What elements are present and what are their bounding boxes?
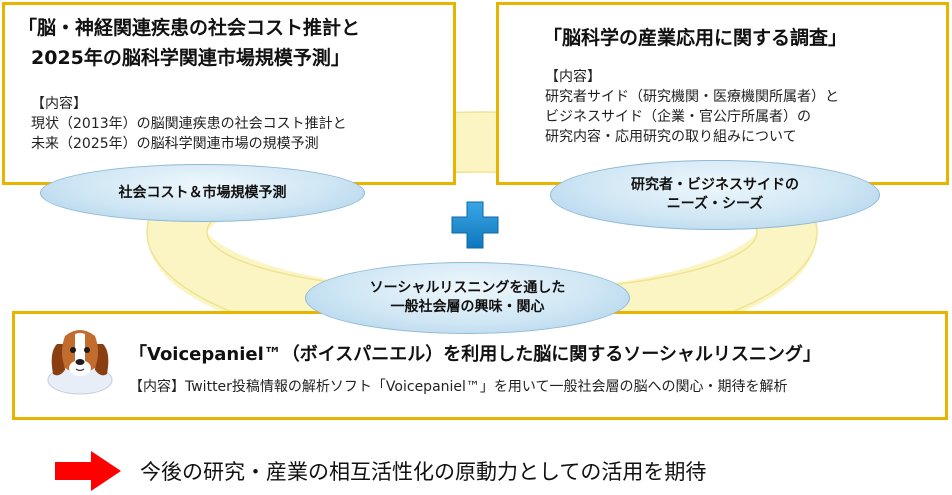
market-forecast-ellipse-text: 社会コスト＆市場規模予測	[118, 184, 287, 201]
market-forecast-content-label: 【内容】	[31, 96, 87, 112]
needs-seeds-ellipse: 研究者・ビジネスサイドの ニーズ・シーズ	[550, 160, 880, 230]
social-listening-ellipse: ソーシャルリスニングを通した 一般社会層の興味・関心	[305, 262, 630, 334]
social-listening-title: 「Voicepaniel™（ボイスパニエル）を利用した脳に関するソーシャルリスニ…	[129, 344, 821, 365]
market-forecast-content-line1: 現状（2013年）の脳関連疾患の社会コスト推計と	[31, 116, 347, 132]
industry-survey-content-line2: ビジネスサイド（企業・官公庁所属者）の	[545, 109, 811, 125]
market-forecast-box: 「脳・神経関連疾患の社会コスト推計と 2025年の脳科学関連市場規模予測」 【内…	[2, 2, 456, 185]
market-forecast-content-line2: 未来（2025年）の脳科学関連市場の規模予測	[31, 136, 319, 152]
needs-seeds-ellipse-line1: 研究者・ビジネスサイドの	[631, 177, 799, 193]
social-listening-ellipse-line1: ソーシャルリスニングを通した	[369, 280, 566, 296]
industry-survey-content-line3: 研究内容・応用研究の取り組みについて	[545, 129, 797, 145]
right-arrow-icon	[55, 451, 121, 491]
market-forecast-ellipse: 社会コスト＆市場規模予測	[40, 164, 365, 222]
industry-survey-content-line1: 研究者サイド（研究機関・医療機関所属者）と	[545, 89, 839, 105]
market-forecast-title-line2: 2025年の脳科学関連市場規模予測」	[31, 47, 350, 69]
needs-seeds-ellipse-line2: ニーズ・シーズ	[666, 196, 764, 212]
industry-survey-content-label: 【内容】	[545, 69, 601, 85]
social-listening-ellipse-line2: 一般社会層の興味・関心	[390, 299, 545, 315]
conclusion-text: 今後の研究・産業の相互活性化の原動力としての活用を期待	[140, 460, 707, 484]
social-listening-content: 【内容】Twitter投稿情報の解析ソフト「Voicepaniel™」を用いて一…	[129, 379, 788, 395]
beagle-dog-icon	[47, 330, 113, 395]
industry-survey-box: 「脳科学の産業応用に関する調査」 【内容】 研究者サイド（研究機関・医療機関所属…	[496, 2, 949, 185]
industry-survey-title: 「脳科学の産業応用に関する調査」	[543, 27, 848, 49]
plus-icon	[451, 201, 499, 249]
market-forecast-title-line1: 「脳・神経関連疾患の社会コスト推計と	[18, 17, 361, 39]
